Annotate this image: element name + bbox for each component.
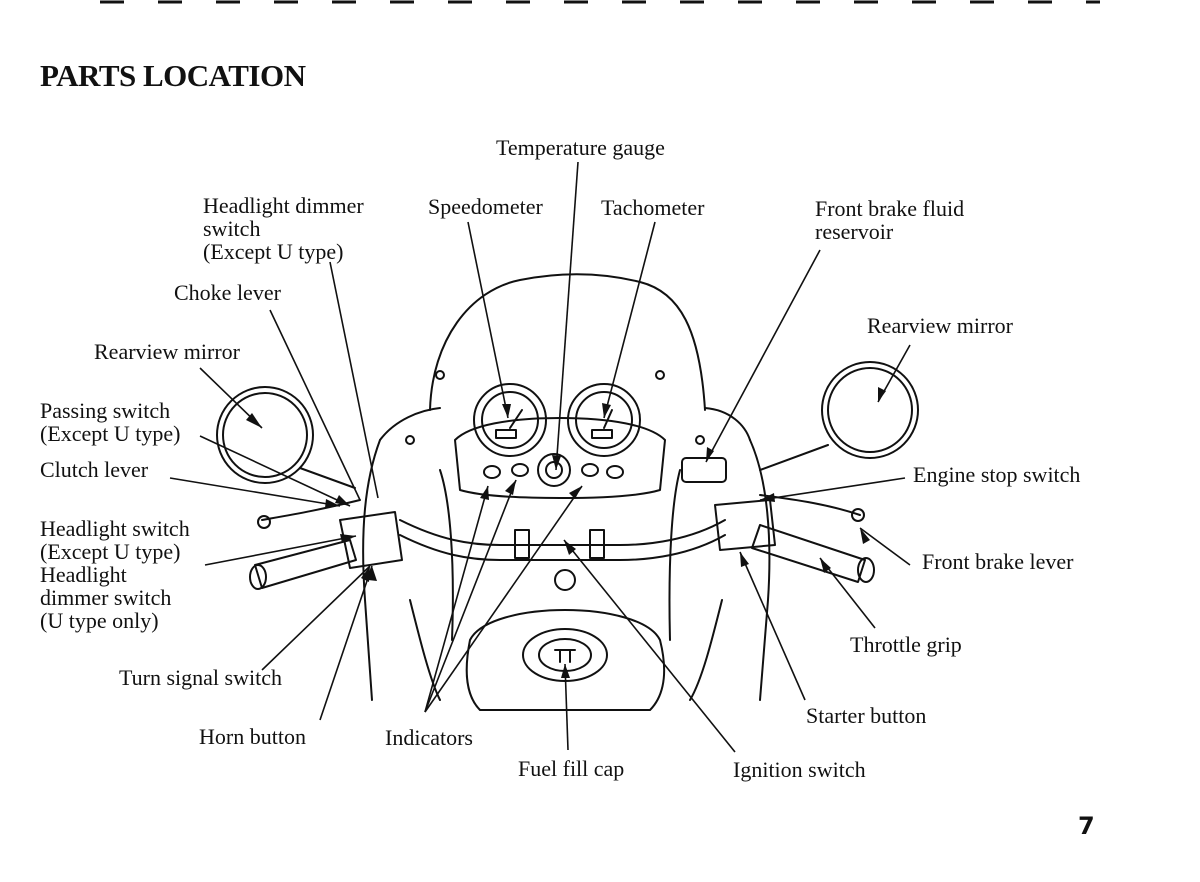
left-mirror [216,386,314,484]
label-line: (Except U type) [203,239,344,264]
label-temperature-gauge: Temperature gauge [496,135,665,160]
label-line: Headlight switch [40,516,190,541]
tachometer-dial [567,383,641,457]
label-tachometer: Tachometer [601,195,705,220]
label-passing-switch: Passing switch (Except U type) [40,399,181,445]
leader-indicators-1 [424,485,489,713]
right-switch-housing [714,499,776,551]
windscreen [429,273,706,411]
top-border-rule [100,0,1100,4]
speedometer-dial [473,383,547,457]
label-line: (Except U type) [40,421,181,446]
leader-engine-stop [759,477,906,501]
leader-front-brake-lever [859,527,911,566]
label-line: reservoir [815,219,894,244]
left-grip [254,539,357,589]
label-choke-lever: Choke lever [174,280,281,305]
label-line: (U type only) [40,608,159,633]
label-starter-button: Starter button [806,703,927,728]
label-speedometer: Speedometer [428,194,543,219]
right-grip [751,524,866,583]
leader-ignition-switch [563,539,736,753]
leader-temperature-gauge [555,161,579,471]
label-rearview-mirror-left: Rearview mirror [94,339,240,364]
label-horn-button: Horn button [199,724,306,749]
leader-tachometer [603,221,656,419]
right-mirror [821,361,919,459]
left-handlebar [399,519,726,546]
leader-fuel-cap [564,663,569,751]
label-throttle-grip: Throttle grip [850,632,962,657]
label-ignition-switch: Ignition switch [733,757,866,782]
leader-turn-signal [261,565,371,671]
label-engine-stop-switch: Engine stop switch [913,462,1081,487]
label-turn-signal-switch: Turn signal switch [119,665,282,690]
leader-horn-button [319,565,373,721]
leader-indicators-2 [424,479,517,713]
leader-throttle-grip [819,557,876,629]
left-switch-housing [339,511,403,569]
label-rearview-mirror-right: Rearview mirror [867,313,1013,338]
label-clutch-lever: Clutch lever [40,457,149,482]
fuel-tank [465,609,666,711]
label-line: switch [203,216,261,241]
label-line: Front brake fluid [815,196,965,221]
instrument-panel [454,417,666,499]
leader-indicators-3 [424,485,583,713]
clutch-lever [261,499,361,521]
page-title: PARTS LOCATION [40,58,306,93]
label-line: Headlight [40,562,127,587]
leader-brake-reservoir [705,249,821,463]
leader-passing-switch [199,435,351,507]
label-line: (Except U type) [40,539,181,564]
label-fuel-fill-cap: Fuel fill cap [518,756,625,781]
leader-headlight-dimmer [329,261,379,499]
leader-speedometer [467,221,509,419]
label-line: Passing switch [40,398,171,423]
label-headlight-dimmer-switch: Headlight dimmer switch (Except U type) [203,194,364,263]
leader-clutch-lever [169,477,341,507]
ignition-key-center [537,453,571,487]
label-line: Headlight dimmer [203,193,364,218]
brake-reservoir [681,457,727,483]
label-indicators: Indicators [385,725,473,750]
label-front-brake-lever: Front brake lever [922,549,1074,574]
label-front-brake-fluid-reservoir: Front brake fluid reservoir [815,197,964,243]
leader-headlight-switch [204,535,357,566]
page-number: 7 [1078,812,1095,840]
leader-choke-lever [269,309,361,501]
leader-starter-button [739,551,806,701]
label-headlight-switch: Headlight switch (Except U type) Headlig… [40,517,190,632]
label-line: dimmer switch [40,585,172,610]
